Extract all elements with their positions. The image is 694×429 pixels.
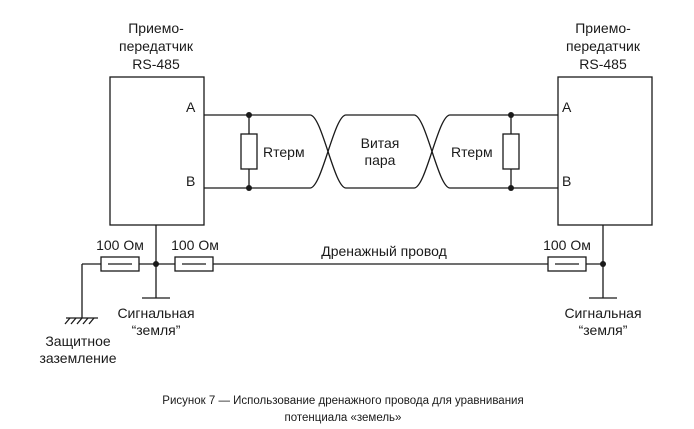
right-transceiver-title-3: RS-485 xyxy=(579,56,627,72)
right-signal-ground-label-1: Сигнальная xyxy=(564,305,641,321)
left-transceiver-title-2: передатчик xyxy=(119,38,194,54)
twist-right-2 xyxy=(413,114,451,189)
right-bus-lines: Rтерм xyxy=(450,112,558,191)
drain-network: 100 Ом 100 Ом 100 Ом Дренажный провод Си… xyxy=(39,225,642,366)
right-transceiver-title-1: Приемо- xyxy=(575,20,631,36)
left-transceiver-title-1: Приемо- xyxy=(128,20,184,36)
protective-ground-label-1: Защитное xyxy=(45,333,111,349)
left-transceiver-title-3: RS-485 xyxy=(132,56,180,72)
right-rterm-resistor xyxy=(502,133,520,170)
right-series-resistor-label: 100 Ом xyxy=(543,237,591,253)
twisted-pair-label-1: Витая xyxy=(361,135,400,151)
caption-line-2: потенциала «земель» xyxy=(285,412,402,424)
left-junction-a xyxy=(246,112,252,118)
right-transceiver: Приемо- передатчик RS-485 A B xyxy=(557,20,653,226)
protective-ground-hatch xyxy=(64,317,95,325)
left-signal-ground-label-2: “земля” xyxy=(132,322,181,338)
twisted-pair: Витая пара xyxy=(309,114,451,189)
left-rterm-label: Rтерм xyxy=(263,144,305,160)
left-signal-ground-label-1: Сигнальная xyxy=(117,305,194,321)
right-signal-ground-label-2: “земля” xyxy=(579,322,628,338)
right-rterm-label: Rтерм xyxy=(451,144,493,160)
twist-left-2 xyxy=(309,114,347,189)
right-pin-b: B xyxy=(562,173,571,189)
protective-ground-label-2: заземление xyxy=(39,350,116,366)
right-transceiver-box xyxy=(557,76,653,226)
right-ground-junction xyxy=(600,261,606,267)
right-junction-a xyxy=(508,112,514,118)
left-transceiver-box xyxy=(109,76,205,226)
left-rterm-resistor xyxy=(240,133,258,170)
left-pin-b: B xyxy=(186,173,195,189)
left-junction-b xyxy=(246,185,252,191)
twisted-pair-label-2: пара xyxy=(365,152,396,168)
caption-line-1: Рисунок 7 — Использование дренажного про… xyxy=(162,395,523,407)
left-series-resistor-label: 100 Ом xyxy=(171,237,219,253)
left-pin-a: A xyxy=(186,99,196,115)
left-ground-resistor-label: 100 Ом xyxy=(96,237,144,253)
right-transceiver-title-2: передатчик xyxy=(566,38,641,54)
drain-wire-label: Дренажный провод xyxy=(321,243,447,259)
left-bus-lines: Rтерм xyxy=(204,112,310,191)
left-transceiver: Приемо- передатчик RS-485 A B xyxy=(109,20,205,226)
right-junction-b xyxy=(508,185,514,191)
right-pin-a: A xyxy=(562,99,572,115)
figure-caption: Рисунок 7 — Использование дренажного про… xyxy=(162,395,523,424)
